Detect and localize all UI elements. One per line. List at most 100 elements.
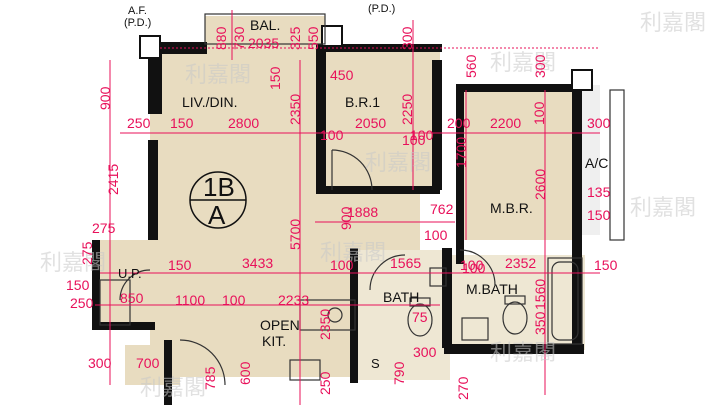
- unit-letter: A: [208, 200, 226, 230]
- column: [139, 35, 161, 59]
- dim-label: 100: [402, 132, 426, 148]
- dim-label: 1560: [532, 279, 548, 310]
- dimension-lines: [95, 10, 600, 405]
- br1-floor: [320, 52, 440, 192]
- dim-label: 275: [79, 241, 95, 265]
- room-label-open: OPEN: [260, 317, 300, 333]
- dim-label: 300: [88, 355, 112, 371]
- ac-platform: [609, 89, 625, 241]
- dim-label: 100: [460, 257, 484, 273]
- floor-areas: [95, 16, 600, 385]
- dim-label: 785: [202, 366, 218, 390]
- door-swing: [119, 269, 151, 301]
- dim-label: 3433: [242, 255, 273, 271]
- dim-label: 325: [287, 26, 303, 50]
- dim-label: 150: [170, 115, 194, 131]
- dim-label: 270: [455, 376, 471, 400]
- dim-label: 2600: [532, 169, 548, 200]
- dim-label: 850: [120, 290, 144, 306]
- dim-label: 790: [391, 361, 407, 385]
- watermark: 利嘉閣: [630, 196, 696, 221]
- unit-symbol: 1B A: [189, 171, 247, 230]
- dim-label: 100: [462, 260, 486, 276]
- dim-label: 2200: [490, 115, 521, 131]
- up-floor: [95, 240, 155, 330]
- dim-label: 200: [447, 115, 471, 131]
- dim-label: 150: [168, 257, 192, 273]
- dim-label: 300: [587, 115, 611, 131]
- dim-label: 2800: [228, 115, 259, 131]
- dim-label: 350: [532, 311, 548, 335]
- watermark: 利嘉閣: [320, 241, 386, 266]
- dim-label: 100: [222, 292, 246, 308]
- wall: [148, 140, 158, 240]
- up-railing: [99, 279, 131, 326]
- toilet: [407, 303, 433, 337]
- dimension-labels: 2035 450 250 150 2800 2050 200 2200 300 …: [66, 35, 618, 371]
- wall: [316, 44, 326, 194]
- room-label-bath: BATH: [383, 289, 419, 305]
- door-swing: [459, 249, 496, 286]
- wall: [95, 322, 155, 330]
- dim-label: 2352: [505, 255, 536, 271]
- dim-label: 135: [587, 184, 611, 200]
- room-label-mbath: M.BATH: [466, 281, 518, 297]
- dim-label: 762: [430, 201, 454, 217]
- door-swing: [331, 149, 373, 191]
- room-label-living-dining: LIV./DIN.: [182, 94, 238, 110]
- dim-label: 1888: [347, 204, 378, 220]
- door-swing: [179, 339, 226, 386]
- watermark: 利嘉閣: [185, 63, 251, 88]
- room-label-ac: A/C: [585, 155, 608, 171]
- wall: [456, 84, 464, 264]
- dim-label: 2035: [248, 35, 279, 51]
- dim-label: 250: [127, 115, 151, 131]
- note-af-pd: (P.D.): [124, 17, 151, 29]
- dim-label: 100: [330, 257, 354, 273]
- bathtub-inner: [551, 261, 579, 341]
- dim-label: 100: [424, 227, 448, 243]
- dim-label: 250: [70, 295, 94, 311]
- dim-label: 700: [136, 355, 160, 371]
- balcony-railing: [204, 13, 326, 45]
- watermark: 利嘉閣: [365, 151, 431, 176]
- watermark: 利嘉閣: [640, 11, 706, 36]
- dim-label: 560: [463, 54, 479, 78]
- wall: [432, 60, 442, 190]
- unit-number: 1B: [203, 172, 235, 202]
- wall: [148, 44, 162, 114]
- room-label-mbr: M.B.R.: [490, 200, 533, 216]
- wall: [350, 248, 358, 383]
- dim-label: 275: [92, 220, 116, 236]
- dim-label: 880: [213, 26, 229, 50]
- dim-label: 250: [317, 371, 333, 395]
- dim-label: 150: [587, 207, 611, 223]
- watermark: 利嘉閣: [490, 51, 556, 76]
- column: [321, 25, 343, 47]
- toilet-tank: [504, 295, 526, 305]
- dim-label: 730: [231, 26, 247, 50]
- room-label-up: U.P.: [118, 266, 142, 281]
- balcony-floor: [205, 16, 325, 56]
- dim-label: 2415: [105, 164, 121, 195]
- basin: [429, 267, 447, 287]
- watermark: 利嘉閣: [490, 341, 556, 366]
- fixtures: [99, 13, 625, 386]
- basin: [461, 317, 489, 341]
- wall: [92, 240, 100, 330]
- dim-label: 2233: [278, 292, 309, 308]
- dim-label: 1700: [453, 137, 469, 168]
- note-af: A.F.: [128, 5, 147, 17]
- sink: [327, 307, 343, 323]
- dim-label: 2250: [399, 94, 415, 125]
- dim-label: 2350: [317, 309, 333, 340]
- dim-label: 100: [320, 127, 344, 143]
- dim-label: 150: [66, 277, 90, 293]
- column: [571, 69, 593, 91]
- dim-label: 300: [413, 344, 437, 360]
- bathtub: [547, 257, 583, 345]
- dim-label: 150: [594, 257, 618, 273]
- dim-label: 300: [532, 54, 548, 78]
